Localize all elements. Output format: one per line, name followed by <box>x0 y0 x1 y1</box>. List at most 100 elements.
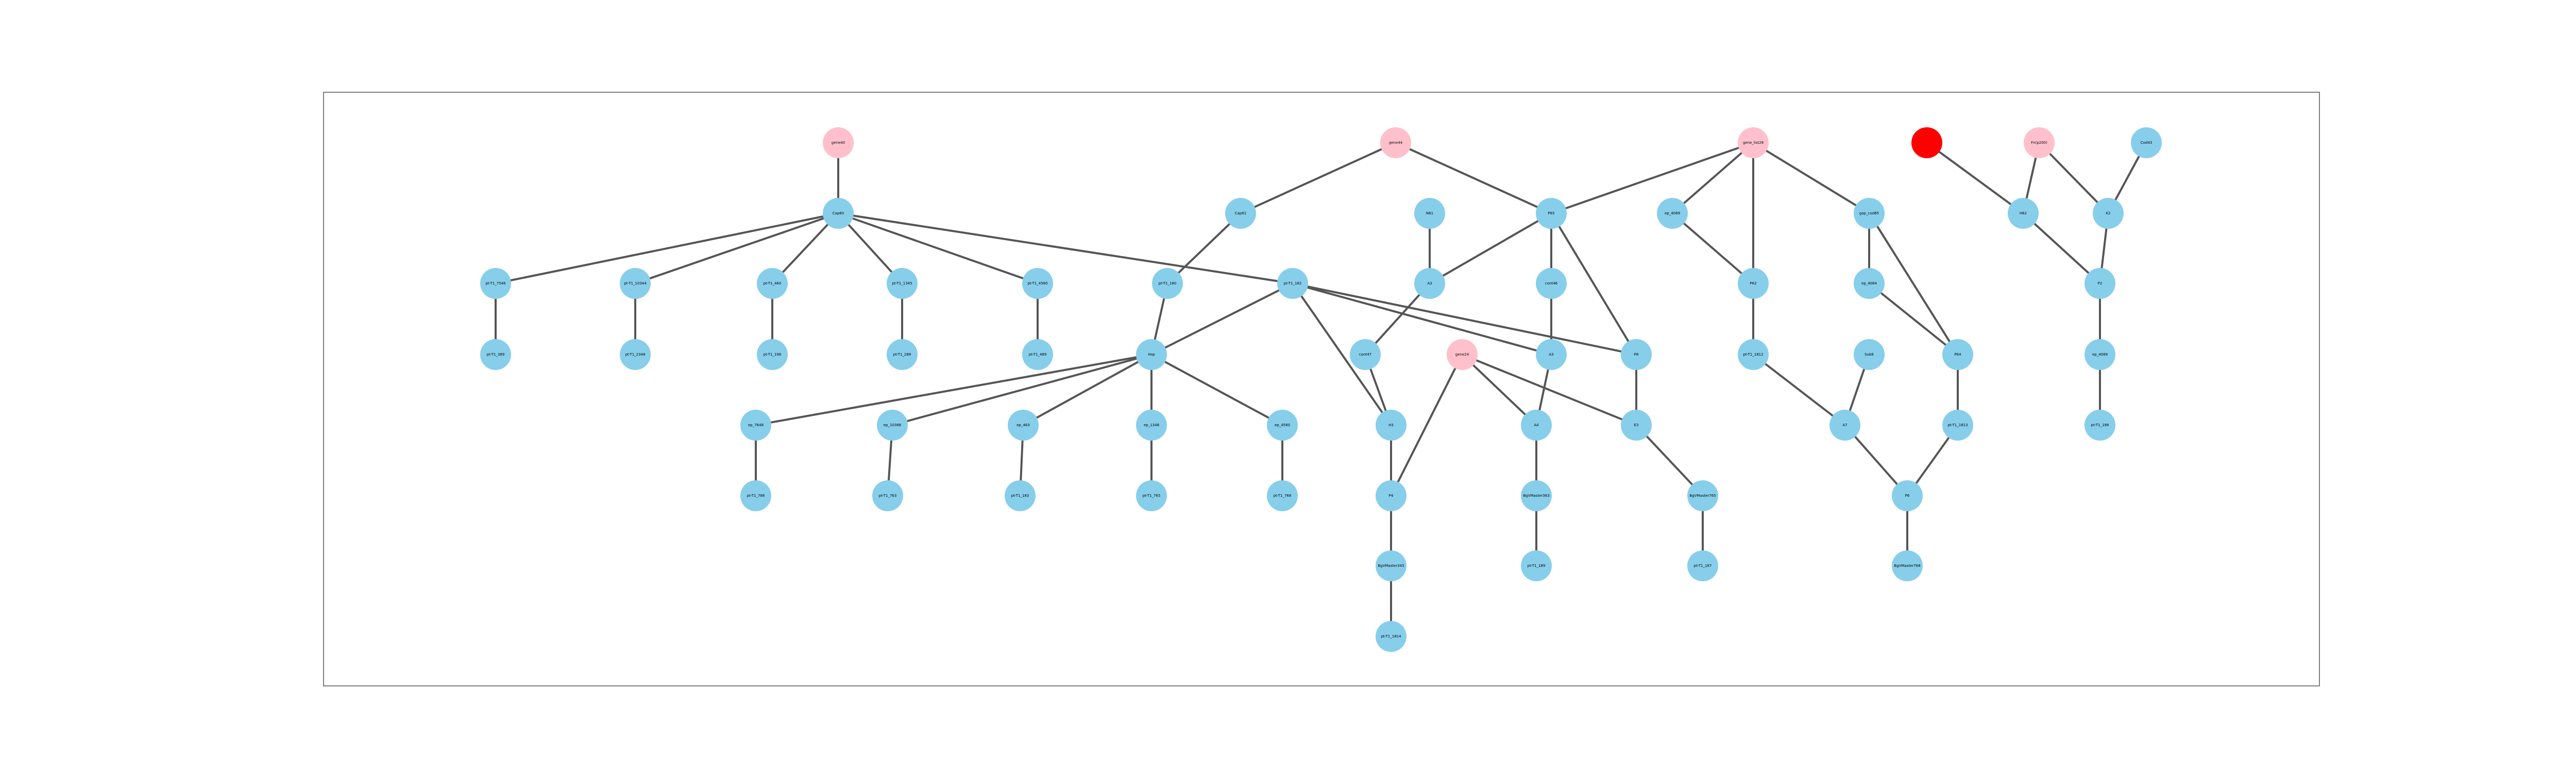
node-circle[interactable] <box>1536 339 1567 370</box>
node-circle[interactable] <box>887 268 918 299</box>
graph-node-n41[interactable]: ep_7648 <box>740 410 771 441</box>
node-circle[interactable] <box>1267 480 1298 511</box>
node-circle[interactable] <box>1022 268 1053 299</box>
node-circle[interactable] <box>823 127 854 158</box>
node-circle[interactable] <box>1022 339 1053 370</box>
graph-node-n57[interactable]: BgVMaster363 <box>1521 480 1552 511</box>
graph-node-n58[interactable]: BgVMaster765 <box>1687 480 1718 511</box>
node-circle[interactable] <box>1136 339 1167 370</box>
node-circle[interactable] <box>2008 198 2039 229</box>
graph-node-n53[interactable]: pt-T1_183 <box>1005 480 1036 511</box>
graph-node-n48[interactable]: E3 <box>1621 410 1652 441</box>
graph-node-n47[interactable]: A4 <box>1521 410 1552 441</box>
node-circle[interactable] <box>823 198 854 229</box>
graph-node-n22[interactable]: A3 <box>1414 268 1445 299</box>
node-circle[interactable] <box>2131 127 2162 158</box>
node-circle[interactable] <box>1942 410 1973 441</box>
node-circle[interactable] <box>1738 339 1769 370</box>
graph-node-n3[interactable]: gene_list28 <box>1738 127 1769 158</box>
graph-node-n27[interactable]: pt-T1_389 <box>480 339 511 370</box>
graph-node-n21[interactable]: pt-T1_182 <box>1277 268 1308 299</box>
graph-node-n61[interactable]: BgVMaster345 <box>1376 550 1406 581</box>
node-circle[interactable] <box>757 268 788 299</box>
node-circle[interactable] <box>480 339 511 370</box>
node-circle[interactable] <box>1136 410 1167 441</box>
node-circle[interactable] <box>740 480 771 511</box>
graph-node-n9[interactable]: N61 <box>1414 198 1445 229</box>
graph-node-n18[interactable]: pt-T1_1345 <box>887 268 918 299</box>
graph-node-n12[interactable]: gap_cod85 <box>1854 198 1885 229</box>
node-circle[interactable] <box>1738 268 1769 299</box>
node-circle[interactable] <box>1008 410 1039 441</box>
node-circle[interactable] <box>1521 550 1552 581</box>
node-circle[interactable] <box>1854 339 1885 370</box>
graph-node-n54[interactable]: pt-T1_765 <box>1136 480 1167 511</box>
graph-node-n30[interactable]: pt-T1_288 <box>887 339 918 370</box>
node-circle[interactable] <box>887 339 918 370</box>
node-circle[interactable] <box>620 268 651 299</box>
node-circle[interactable] <box>1414 198 1445 229</box>
graph-node-n50[interactable]: pt-T1_1813 <box>1942 410 1973 441</box>
node-circle[interactable] <box>1621 339 1652 370</box>
node-circle[interactable] <box>1687 550 1718 581</box>
graph-node-n13[interactable]: H62 <box>2008 198 2039 229</box>
graph-node-n33[interactable]: cont47 <box>1350 339 1381 370</box>
node-circle[interactable] <box>1225 198 1256 229</box>
graph-node-n32[interactable]: Hsp <box>1136 339 1167 370</box>
graph-node-n2[interactable]: gene44 <box>1380 127 1411 158</box>
node-circle[interactable] <box>2024 127 2055 158</box>
node-circle[interactable] <box>1136 480 1167 511</box>
node-circle[interactable] <box>1376 621 1406 652</box>
node-circle[interactable] <box>1277 268 1308 299</box>
graph-node-n37[interactable]: pt-T1_1812 <box>1738 339 1769 370</box>
node-circle[interactable] <box>1536 198 1567 229</box>
node-circle[interactable] <box>1376 550 1406 581</box>
graph-node-n23[interactable]: cont46 <box>1536 268 1567 299</box>
graph-node-n56[interactable]: P4 <box>1376 480 1406 511</box>
graph-node-n1[interactable]: gene40 <box>823 127 854 158</box>
node-circle[interactable] <box>1447 339 1478 370</box>
graph-node-n17[interactable]: pt-T1_460 <box>757 268 788 299</box>
graph-node-n10[interactable]: P65 <box>1536 198 1567 229</box>
node-circle[interactable] <box>1657 198 1688 229</box>
graph-node-n5[interactable]: Fn(p200) <box>2024 127 2055 158</box>
graph-node-n43[interactable]: ep_463 <box>1008 410 1039 441</box>
node-circle[interactable] <box>1854 198 1885 229</box>
node-circle[interactable] <box>620 339 651 370</box>
graph-node-n51[interactable]: pt-T1_788 <box>740 480 771 511</box>
node-circle[interactable] <box>480 268 511 299</box>
node-circle[interactable] <box>1536 268 1567 299</box>
graph-node-n55[interactable]: pt-T1_768 <box>1267 480 1298 511</box>
node-circle[interactable] <box>877 410 908 441</box>
node-circle[interactable] <box>757 339 788 370</box>
node-circle[interactable] <box>1854 268 1885 299</box>
graph-node-n20[interactable]: pt-T1_180 <box>1152 268 1183 299</box>
graph-node-n39[interactable]: P64 <box>1942 339 1973 370</box>
graph-node-n44[interactable]: ep_1348 <box>1136 410 1167 441</box>
node-circle[interactable] <box>1267 410 1298 441</box>
node-circle[interactable] <box>2093 198 2124 229</box>
graph-node-n14[interactable]: K2 <box>2093 198 2124 229</box>
node-circle[interactable] <box>1621 410 1652 441</box>
node-circle[interactable] <box>1380 127 1411 158</box>
node-circle[interactable] <box>1350 339 1381 370</box>
node-circle[interactable] <box>1687 480 1718 511</box>
node-circle[interactable] <box>1942 339 1973 370</box>
graph-node-n6[interactable]: Cod43 <box>2131 127 2162 158</box>
graph-node-n34[interactable]: gene24 <box>1447 339 1478 370</box>
graph-node-n15[interactable]: pt-T1_7546 <box>480 268 511 299</box>
graph-node-n7[interactable]: Cap60 <box>823 198 854 229</box>
node-circle[interactable] <box>1829 410 1860 441</box>
graph-node-n46[interactable]: H3 <box>1376 410 1406 441</box>
graph-node-n28[interactable]: pt-T1_2348 <box>620 339 651 370</box>
graph-node-n64b[interactable]: pt-T1_198 <box>2084 410 2115 441</box>
graph-node-n38[interactable]: Sub8 <box>1854 339 1885 370</box>
graph-node-n40[interactable]: ep_4089 <box>2084 339 2115 370</box>
node-circle[interactable] <box>1005 480 1036 511</box>
node-circle[interactable] <box>1152 268 1183 299</box>
node-circle[interactable] <box>872 480 903 511</box>
graph-node-n49[interactable]: A7 <box>1829 410 1860 441</box>
node-circle[interactable] <box>1414 268 1445 299</box>
graph-node-n60[interactable]: pt-T1_189 <box>1521 550 1552 581</box>
graph-node-n11[interactable]: ep_4089 <box>1657 198 1688 229</box>
